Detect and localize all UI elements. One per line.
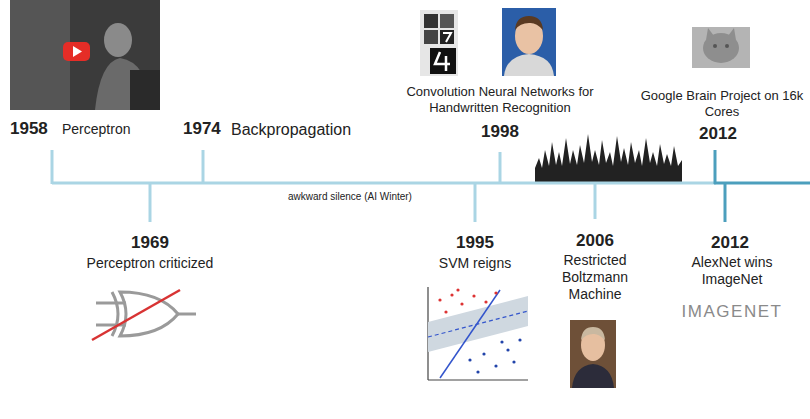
timeline-axis — [52, 150, 810, 222]
event-label: Perceptron criticized — [65, 255, 235, 272]
xor-gate-symbol — [92, 290, 196, 340]
event-label: Convolution Neural Networks for Handwrit… — [393, 84, 607, 115]
event-label: Restricted Boltzmann Machine — [552, 252, 638, 302]
year-label: 1974 — [183, 119, 233, 139]
event-label: Backpropagation — [231, 120, 381, 139]
year-label: 2006 — [565, 231, 625, 251]
year-label: 1998 — [470, 122, 530, 142]
year-label: 2012 — [688, 124, 748, 144]
svm-plot — [428, 287, 528, 380]
era-note: awkward silence (AI Winter) — [250, 191, 450, 203]
year-label: 1995 — [445, 233, 505, 253]
portrait-photo — [502, 8, 556, 76]
event-label: Google Brain Project on 16k Cores — [640, 88, 804, 119]
year-label: 1969 — [120, 233, 180, 253]
forest-silhouette — [535, 134, 682, 183]
year-label: 2012 — [700, 233, 760, 253]
video-thumbnail — [10, 0, 160, 110]
event-label: Perceptron — [62, 121, 172, 138]
cat-image — [692, 27, 750, 68]
digit-thumbnails — [420, 10, 458, 76]
portrait-photo — [570, 320, 616, 388]
event-label: AlexNet wins ImageNet — [680, 254, 784, 288]
logo-text: IMAGENET — [672, 302, 792, 322]
year-label: 1958 — [10, 119, 60, 139]
event-label: SVM reigns — [420, 255, 530, 272]
